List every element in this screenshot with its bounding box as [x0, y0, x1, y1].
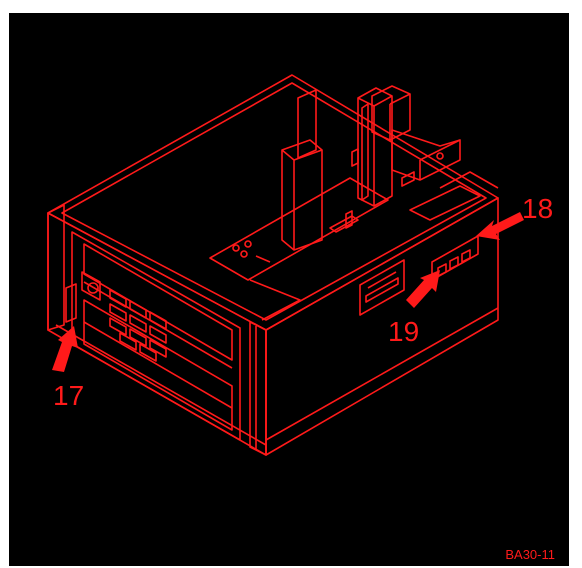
- keypad: [109, 289, 167, 362]
- arrow-19: [406, 270, 440, 308]
- callout-19: 19: [388, 316, 420, 347]
- top-recess: [209, 177, 389, 281]
- front-left-post: [47, 204, 65, 331]
- front-panel-frame: [71, 231, 241, 441]
- rear-post: [297, 89, 317, 159]
- display-window: [359, 259, 405, 316]
- figure-code: BA30-11: [505, 547, 555, 562]
- front-panel-inner: [83, 243, 233, 361]
- cabinet-top-inner: [61, 82, 487, 321]
- diagram-panel: [9, 13, 567, 566]
- upright-assembly: [357, 87, 393, 207]
- upright-cap: [371, 85, 411, 141]
- callout-17: 17: [53, 380, 85, 411]
- front-panel-lower: [83, 299, 233, 431]
- tall-column: [281, 139, 323, 251]
- arrow-17: [52, 326, 78, 372]
- cabinet-base-edge-2: [55, 324, 267, 446]
- extension-arm: [391, 129, 461, 181]
- side-latch: [65, 283, 77, 323]
- step-plate: [409, 185, 481, 221]
- cabinet-base-edge: [265, 307, 499, 441]
- frame-edge: [567, 13, 575, 566]
- callout-18: 18: [522, 193, 554, 224]
- cabinet-right-face: [265, 197, 499, 456]
- arrow-18: [476, 212, 524, 240]
- front-corner-post: [249, 321, 267, 456]
